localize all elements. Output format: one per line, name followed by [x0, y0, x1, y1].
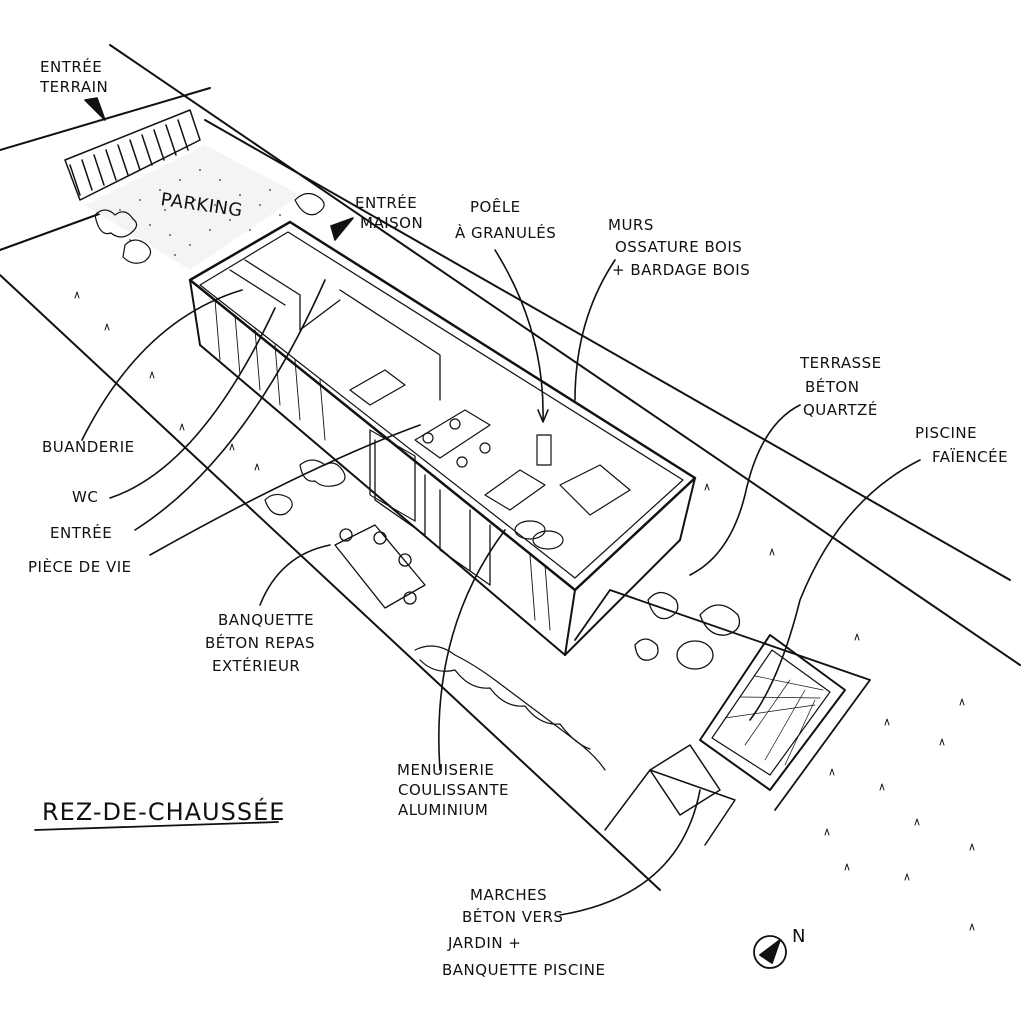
label-entree-terrain-1: ENTRÉE [40, 57, 102, 76]
label-buanderie: BUANDERIE [42, 438, 135, 456]
terrace-chairs [634, 591, 741, 670]
title-underline [34, 821, 279, 831]
label-murs-1: MURS [608, 216, 654, 234]
label-banquette-3: EXTÉRIEUR [212, 656, 300, 675]
label-poele-2: À GRANULÉS [455, 223, 556, 242]
exterior-dining [334, 524, 426, 609]
leader-lines [81, 97, 921, 916]
house-volume [188, 220, 697, 656]
label-menuiserie-3: ALUMINIUM [398, 801, 488, 819]
label-marches-3: JARDIN + [447, 934, 521, 952]
label-menuiserie-2: COULISSANTE [398, 781, 509, 799]
annotations: ENTRÉE TERRAIN PARKING ENTRÉE MAISON POÊ… [28, 57, 1008, 979]
shrubs [94, 192, 606, 771]
north-label: N [792, 926, 806, 947]
label-wc: WC [72, 488, 98, 506]
grass-marks [74, 291, 975, 931]
label-banquette-1: BANQUETTE [218, 611, 314, 629]
label-marches-2: BÉTON VERS [462, 907, 563, 926]
label-terrasse-2: BÉTON [805, 377, 859, 396]
entrance-gate [64, 109, 201, 201]
drawing-title: REZ-DE-CHAUSSÉE [42, 797, 285, 826]
label-piscine-1: PISCINE [915, 424, 977, 442]
site-boundaries [0, 44, 1021, 891]
pool-terrace [574, 589, 871, 846]
label-terrasse-1: TERRASSE [799, 354, 882, 372]
parking-gravel [85, 145, 300, 270]
north-arrow-icon [753, 935, 787, 969]
label-entree-maison-1: ENTRÉE [355, 193, 417, 212]
label-entree-maison-2: MAISON [360, 214, 423, 232]
label-entree-terrain-2: TERRAIN [39, 78, 108, 96]
label-menuiserie-1: MENUISERIE [397, 761, 494, 779]
label-marches-1: MARCHES [470, 886, 547, 904]
label-murs-3: + BARDAGE BOIS [612, 261, 750, 279]
interior-furniture [349, 369, 631, 550]
label-piece-de-vie: PIÈCE DE VIE [28, 557, 132, 576]
label-banquette-2: BÉTON REPAS [205, 633, 315, 652]
label-marches-4: BANQUETTE PISCINE [442, 961, 605, 979]
label-piscine-2: FAÏENCÉE [932, 447, 1008, 466]
label-entree: ENTRÉE [50, 523, 112, 542]
label-murs-2: OSSATURE BOIS [615, 238, 742, 256]
label-poele-1: POÊLE [470, 197, 521, 216]
label-terrasse-3: QUARTZÉ [803, 400, 878, 419]
